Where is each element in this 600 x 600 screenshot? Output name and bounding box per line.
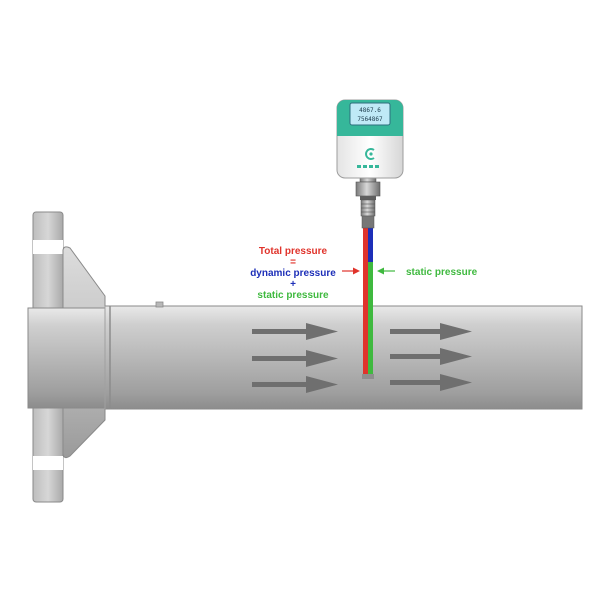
arrow-left-icon: [377, 267, 395, 275]
flow-arrows: [252, 323, 472, 393]
pipe-port-stub: [155, 301, 164, 308]
status-led: [369, 165, 373, 168]
probe-static-segment: [368, 262, 373, 378]
dynamic-pressure-label: dynamic pressure: [250, 268, 336, 279]
plus-sign: +: [290, 279, 296, 290]
flange-bolt-notch: [33, 240, 63, 254]
probe-total-segment: [363, 228, 368, 378]
c-logo-icon: [365, 148, 375, 160]
arrow-right-icon: [342, 267, 360, 275]
flow-arrow: [252, 376, 338, 393]
status-led: [357, 165, 361, 168]
status-leds: [357, 165, 379, 168]
sensor-display: [349, 102, 391, 126]
probe-dynamic-segment: [368, 228, 373, 262]
flow-arrow: [390, 348, 472, 365]
status-led: [363, 165, 367, 168]
flow-arrow: [252, 350, 338, 367]
flange-bolt-notch: [33, 456, 63, 470]
static-pressure-right-label: static pressure: [406, 267, 478, 278]
display-line-2: 7564867: [357, 116, 383, 123]
sensor-housing: 4867.6 7564867: [336, 99, 404, 179]
equals-sign: =: [290, 257, 296, 268]
flow-arrow: [252, 323, 338, 340]
sensor-fitting: [355, 175, 381, 229]
sensor-probe: [362, 228, 374, 379]
display-line-1: 4867.6: [359, 107, 381, 114]
total-pressure-label: Total pressure: [259, 246, 328, 257]
static-pressure-left-label: static pressure: [257, 290, 329, 301]
status-led: [375, 165, 379, 168]
probe-tip: [362, 374, 374, 379]
flow-arrow: [390, 374, 472, 391]
pipe-body: [27, 301, 583, 410]
flow-arrow: [390, 323, 472, 340]
